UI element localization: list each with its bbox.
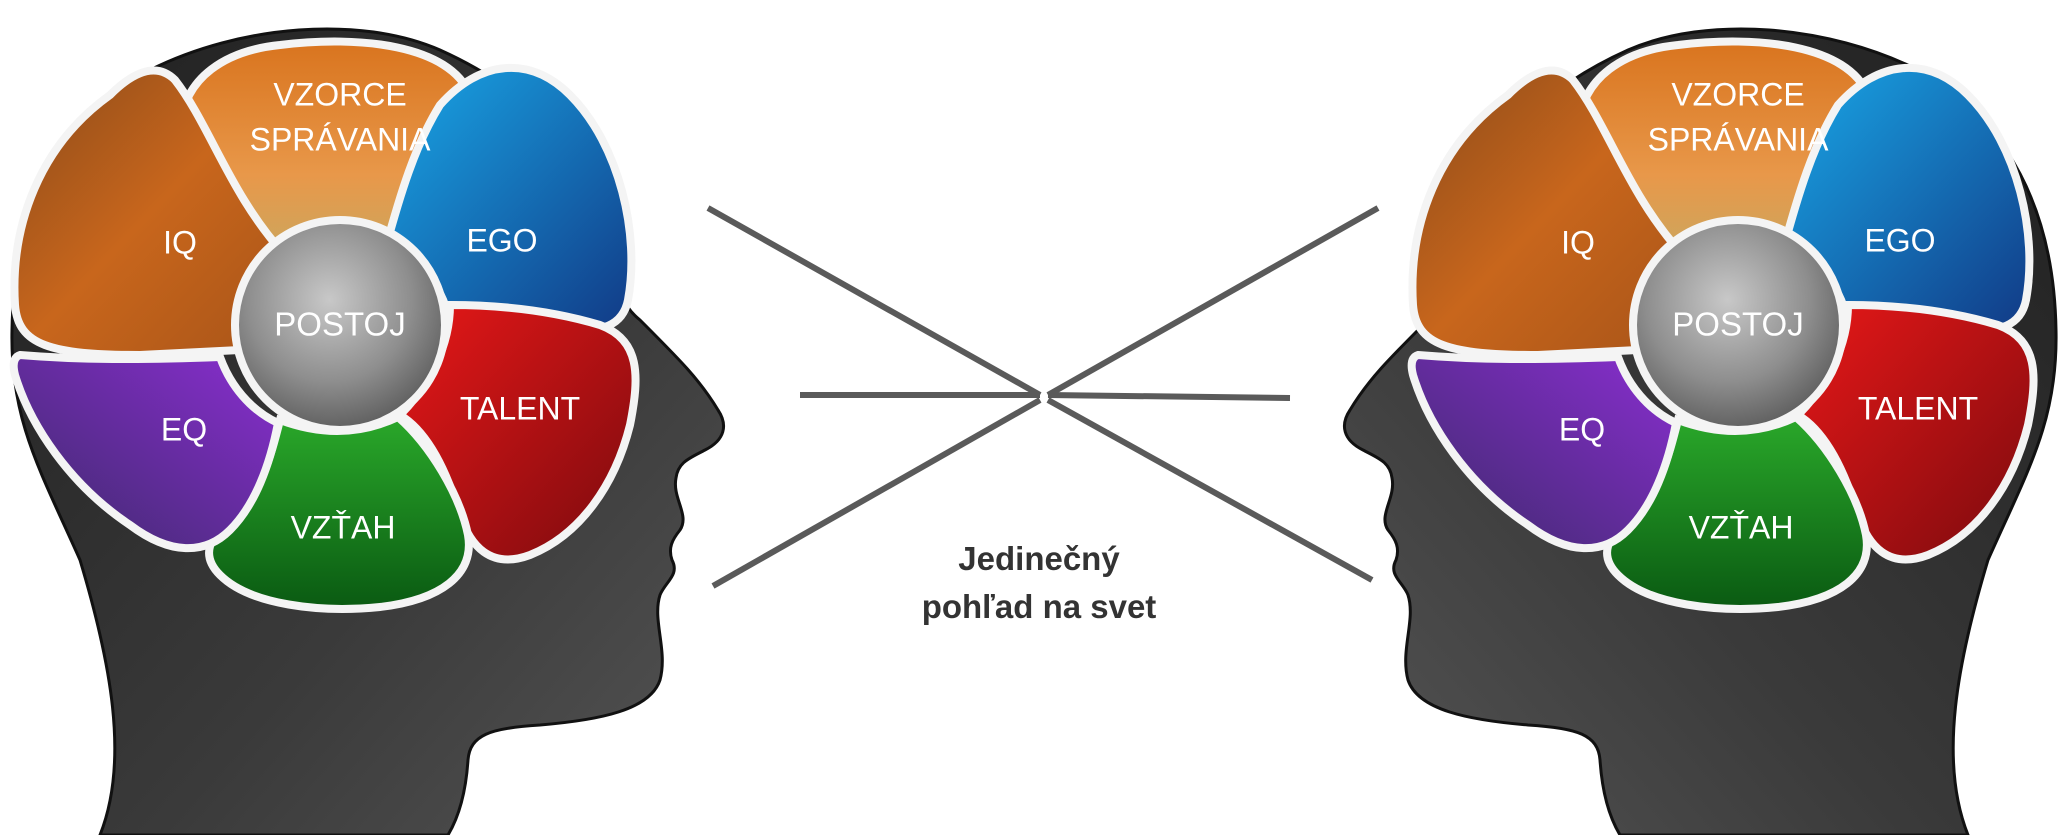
left-center-label: POSTOJ <box>274 306 405 343</box>
left-eq-label: EQ <box>161 411 207 447</box>
right-patterns-label-2: SPRÁVANIA <box>1648 121 1829 157</box>
left-head: VZORCE SPRÁVANIA EGO TALENT VZŤAH EQ IQ … <box>12 27 726 835</box>
right-relationship-label: VZŤAH <box>1689 509 1794 545</box>
right-talent-label: TALENT <box>1858 390 1978 426</box>
left-flower: VZORCE SPRÁVANIA EGO TALENT VZŤAH EQ IQ … <box>14 42 636 609</box>
left-iq-label: IQ <box>163 224 197 260</box>
right-flower: VZORCE SPRÁVANIA EGO TALENT VZŤAH EQ IQ … <box>1412 42 2034 609</box>
right-patterns-label-1: VZORCE <box>1671 76 1804 112</box>
right-ego-label: EGO <box>1864 222 1935 258</box>
right-center-label: POSTOJ <box>1672 306 1803 343</box>
left-talent-label: TALENT <box>460 390 580 426</box>
left-patterns-label-1: VZORCE <box>273 76 406 112</box>
right-lower-line <box>1046 397 1374 583</box>
left-patterns-label-2: SPRÁVANIA <box>250 121 431 157</box>
right-middle-line <box>1047 392 1291 401</box>
right-eq-label: EQ <box>1559 411 1605 447</box>
left-lower-line <box>711 397 1042 589</box>
right-upper-line <box>1046 205 1380 398</box>
left-upper-line <box>706 205 1042 398</box>
view-lines <box>706 205 1380 589</box>
right-head: VZORCE SPRÁVANIA EGO TALENT VZŤAH EQ IQ … <box>1342 27 2058 835</box>
caption-line-1: Jedinečný <box>958 540 1120 577</box>
left-relationship-label: VZŤAH <box>291 509 396 545</box>
left-ego-label: EGO <box>466 222 537 258</box>
caption-line-2: pohľad na svet <box>922 588 1157 625</box>
right-iq-label: IQ <box>1561 224 1595 260</box>
